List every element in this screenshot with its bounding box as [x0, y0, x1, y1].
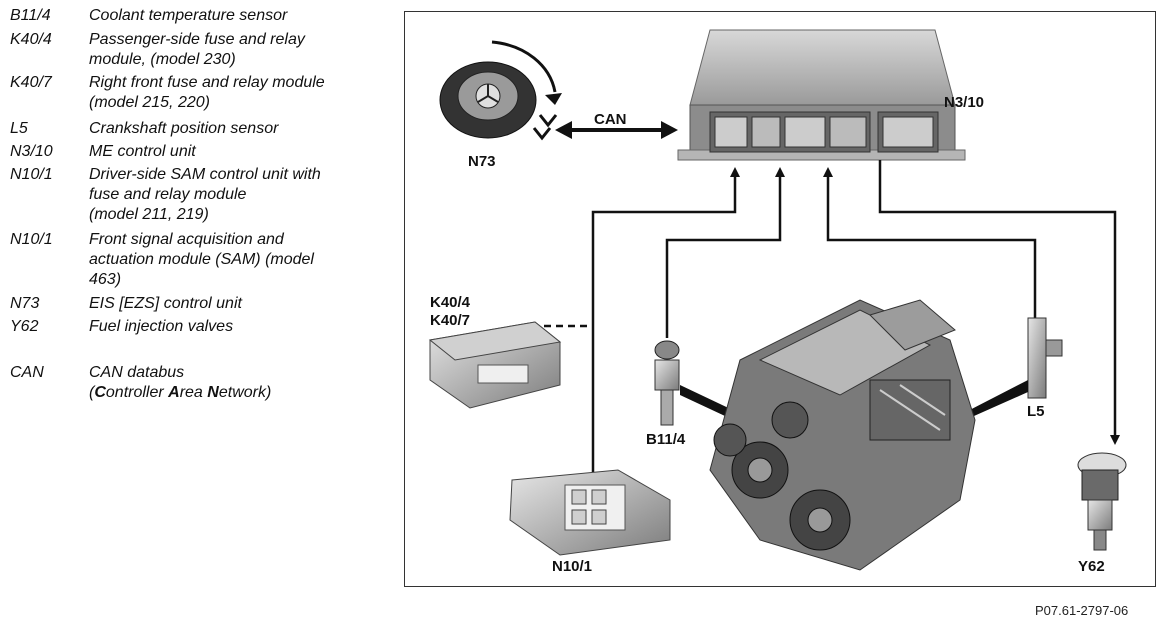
label-n3-10: N3/10: [944, 94, 984, 111]
legend-code: L5: [10, 120, 28, 137]
legend-desc: Right front fuse and relay module (model…: [89, 74, 325, 111]
fuel-injector-y62: [1077, 452, 1127, 551]
legend-desc: Coolant temperature sensor: [89, 7, 288, 24]
signal-wires: [591, 160, 1120, 478]
legend-code: Y62: [10, 318, 39, 335]
legend-desc: EIS [EZS] control unit: [89, 295, 242, 312]
label-y62: Y62: [1078, 558, 1105, 575]
label-b11-4: B11/4: [646, 431, 686, 448]
crankshaft-sensor-l5: [960, 317, 1063, 420]
legend-desc: Fuel injection valves: [89, 318, 234, 335]
sam-control-unit-n10-1: [509, 469, 671, 556]
engine-illustration: [709, 299, 976, 571]
figure-reference: P07.61-2797-06: [1035, 603, 1129, 618]
legend-code: N10/1: [10, 231, 53, 248]
me-control-unit-n3-10: [677, 29, 966, 161]
legend-desc: Front signal acquisition and actuation m…: [89, 231, 314, 288]
wire-n10-1-to-ecu: [591, 167, 740, 478]
label-n10-1: N10/1: [552, 558, 592, 575]
label-l5: L5: [1027, 403, 1045, 420]
eis-control-unit-n73: [439, 40, 562, 141]
wire-ecu-to-y62: [878, 160, 1120, 445]
wire-b11-4-to-ecu: [665, 167, 785, 338]
label-k40-4: K40/4: [430, 294, 471, 311]
legend-desc: Driver-side SAM control unit with fuse a…: [89, 166, 321, 223]
legend-desc: ME control unit: [89, 143, 196, 160]
legend-desc: CAN databus(Controller Area Network): [89, 364, 272, 401]
legend-code: CAN: [10, 364, 44, 381]
legend-code: N73: [10, 295, 40, 312]
label-n73: N73: [468, 153, 496, 170]
legend-code: K40/7: [10, 74, 52, 91]
label-can: CAN: [594, 111, 627, 128]
wire-l5-to-ecu: [823, 167, 1037, 318]
legend-code: K40/4: [10, 31, 52, 48]
diagram-frame: [404, 11, 1156, 587]
legend-code: B11/4: [10, 7, 51, 24]
can-bus-link: [555, 121, 678, 139]
legend-desc: Crankshaft position sensor: [89, 120, 279, 137]
legend-code: N10/1: [10, 166, 53, 183]
legend-desc: Passenger-side fuse and relay module, (m…: [89, 31, 305, 68]
fuse-relay-module-k40: [428, 321, 562, 409]
legend-code: N3/10: [10, 143, 53, 160]
label-k40-7: K40/7: [430, 312, 470, 329]
